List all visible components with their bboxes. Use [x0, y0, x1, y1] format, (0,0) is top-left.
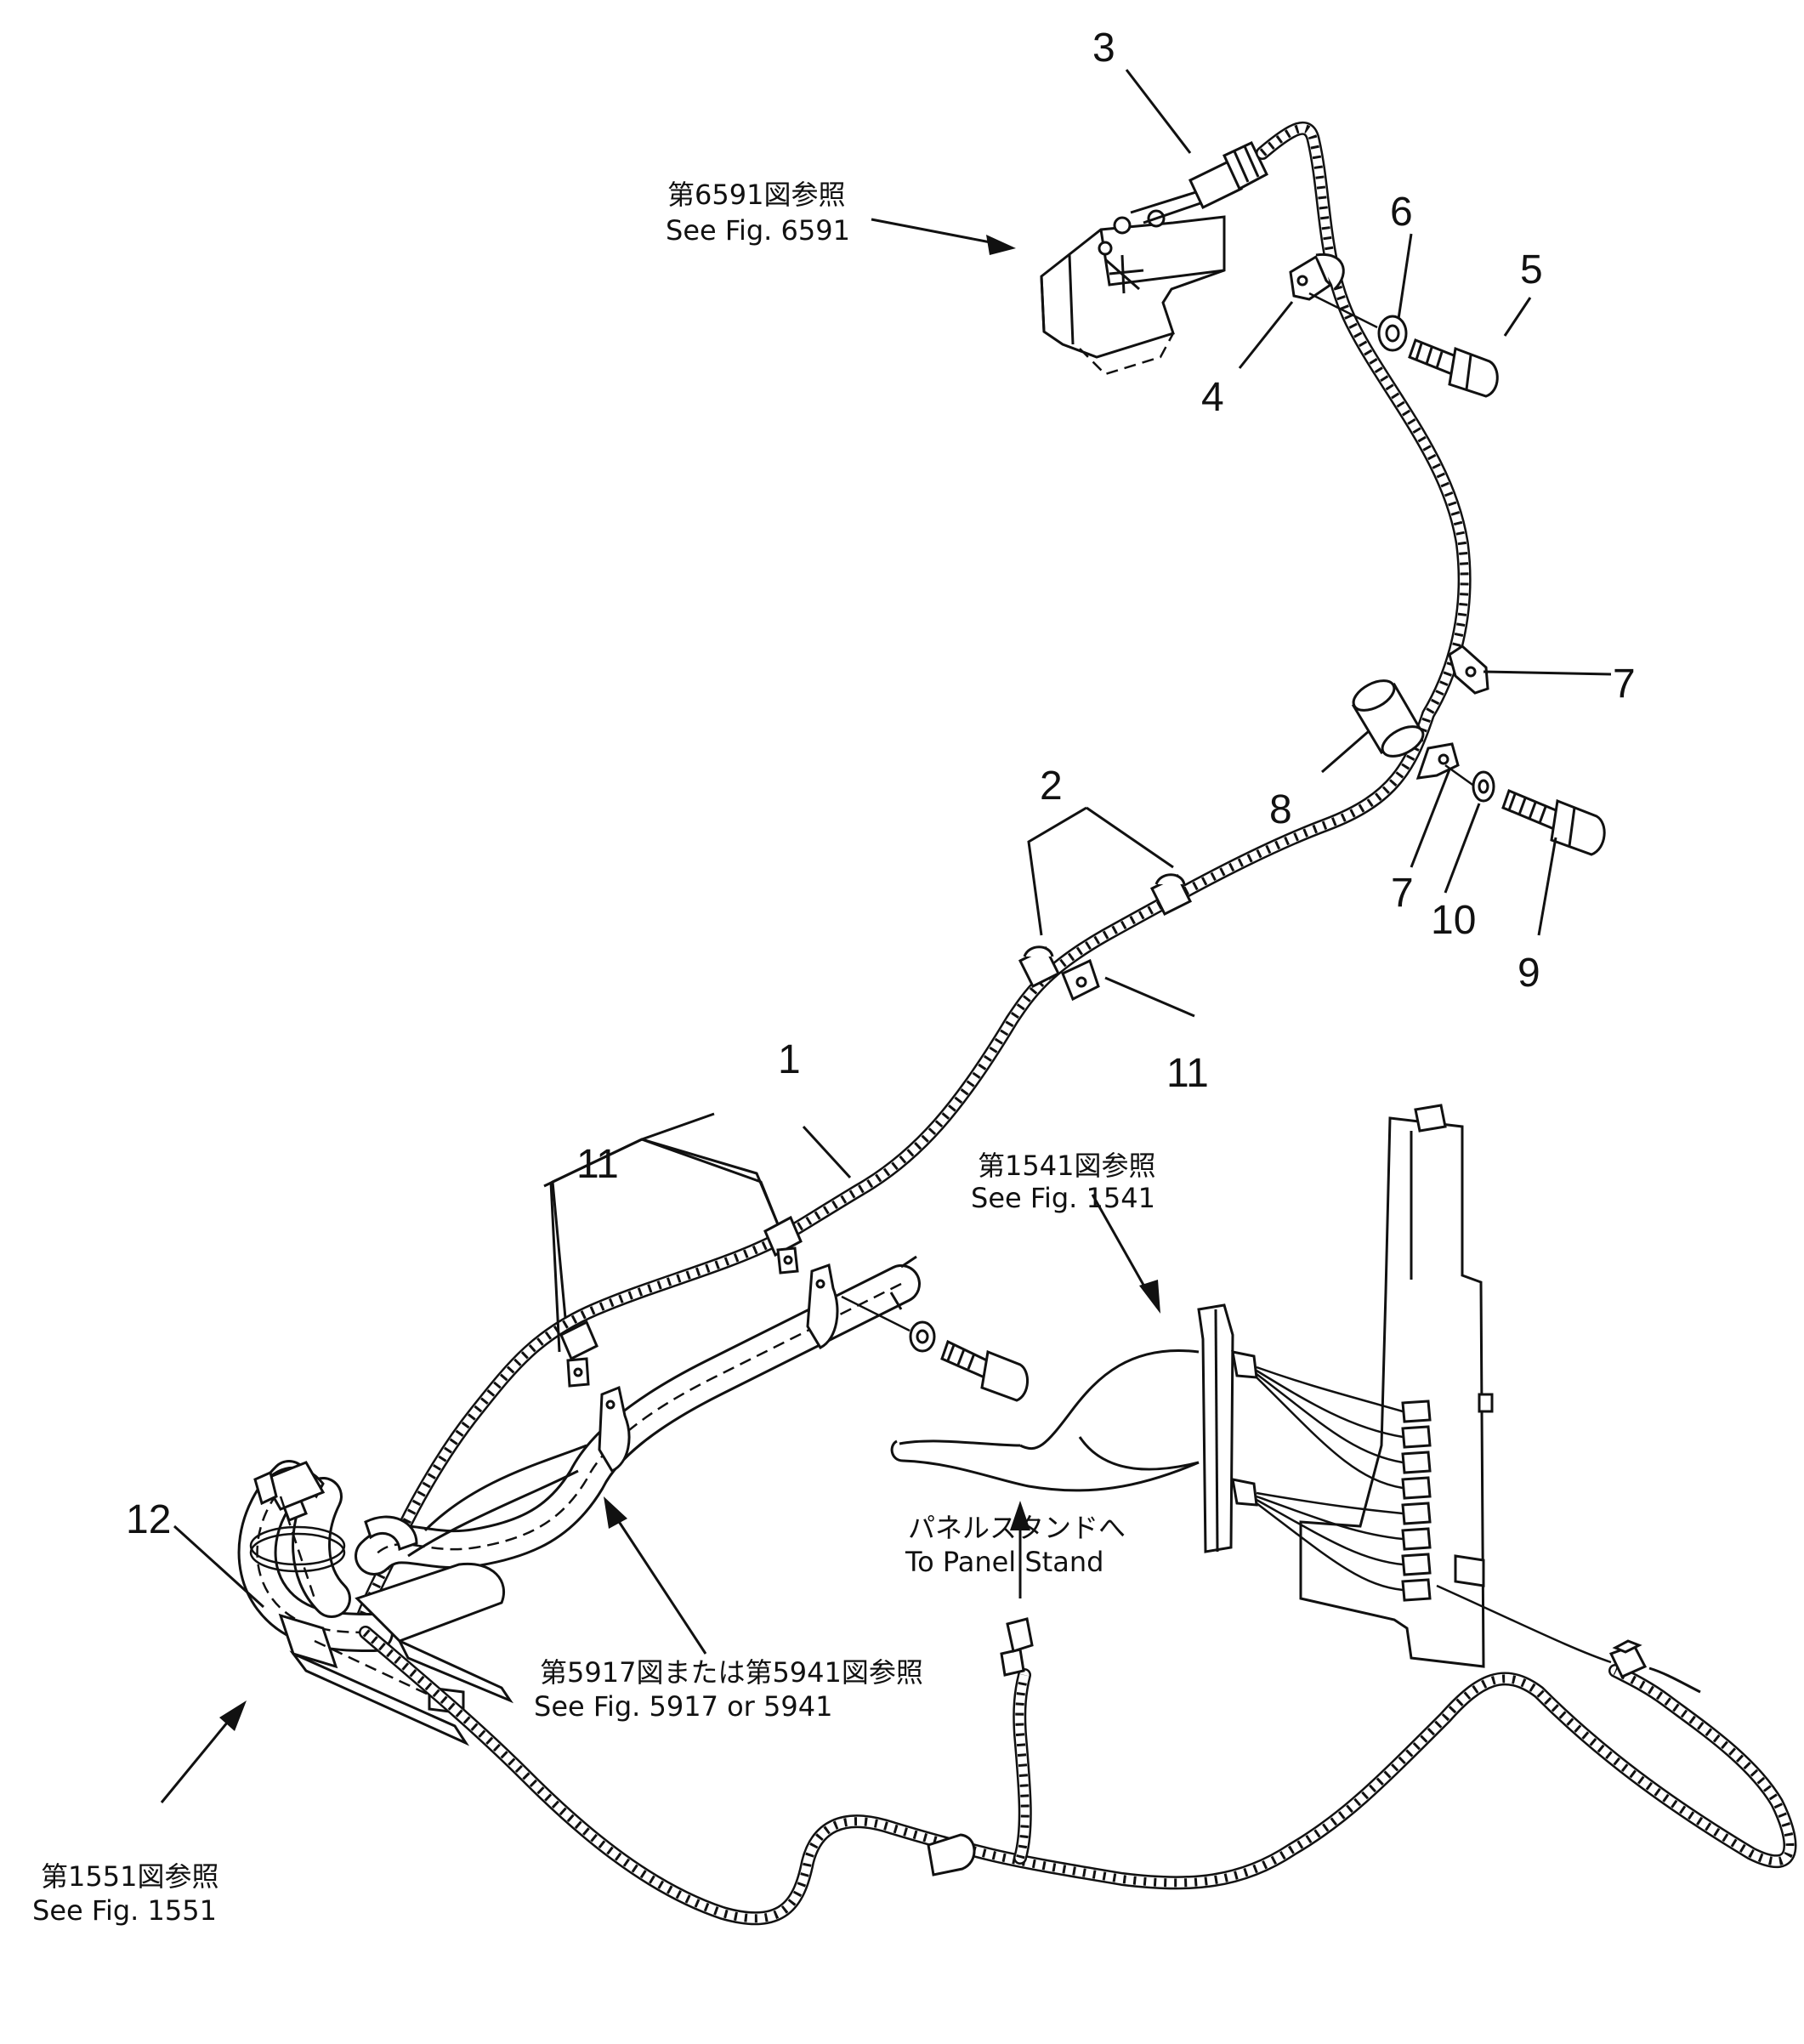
- terminal-bracket: [1197, 1303, 1258, 1553]
- reference-arrows: [160, 218, 1160, 1803]
- tube-washer: [909, 1320, 936, 1353]
- ref-5917-jp: 第5917図または第5941図参照: [540, 1656, 923, 1689]
- bolt-9: [1501, 789, 1606, 856]
- callout-numbers: 3 6 5 4 7 8 2 7 10 9 11 1 11 12: [126, 26, 1636, 1542]
- left-junction: [237, 1460, 513, 1746]
- callout-8: 8: [1269, 787, 1292, 832]
- bolt-5: [1408, 338, 1499, 398]
- frame-tube: [355, 1255, 921, 1576]
- ref-1551-en: See Fig. 1551: [32, 1894, 217, 1927]
- ref-panel-stand-jp: パネルスタンドへ: [908, 1512, 1126, 1544]
- panel-stand-branch: [927, 1617, 1034, 1877]
- connector-terminals: [1401, 1400, 1432, 1602]
- washer-6: [1377, 315, 1408, 352]
- callout-12: 12: [126, 1497, 171, 1542]
- clamp-11a: [763, 1215, 803, 1275]
- ref-5917-en: See Fig. 5917 or 5941: [534, 1690, 832, 1723]
- ref-1541-jp: 第1541図参照: [978, 1150, 1155, 1182]
- spacer-8: [1351, 679, 1425, 758]
- arrow-panel-stand: [1010, 1501, 1030, 1530]
- clamp-11-upper: [1061, 958, 1100, 1002]
- end-connector-right: [1608, 1639, 1648, 1678]
- wire-harness-lower: [359, 1626, 1797, 1926]
- panel-cable: [890, 1349, 1200, 1492]
- ref-6591-en: See Fig. 6591: [666, 214, 850, 247]
- callout-1: 1: [778, 1037, 801, 1082]
- clamp-11b: [559, 1320, 598, 1388]
- ref-1551-jp: 第1551図参照: [41, 1860, 218, 1893]
- callout-11-upper: 11: [1166, 1051, 1209, 1096]
- callout-10: 10: [1431, 898, 1476, 943]
- callout-2: 2: [1040, 764, 1063, 809]
- callout-6: 6: [1390, 190, 1413, 235]
- end-pigtail: [1648, 1666, 1701, 1694]
- clamp-7-lower: [1415, 742, 1460, 780]
- ref-panel-stand-en: To Panel Stand: [905, 1546, 1103, 1578]
- callout-7-upper: 7: [1613, 661, 1636, 707]
- callout-4: 4: [1201, 375, 1224, 420]
- callout-5: 5: [1520, 247, 1543, 292]
- terminal-wires: [1256, 1366, 1612, 1664]
- branch-wire-b: [407, 1469, 579, 1558]
- leader-7-bolt: [1444, 764, 1476, 788]
- arrow-6591: [986, 235, 1016, 255]
- tube-bolt: [940, 1339, 1029, 1402]
- washer-10: [1472, 770, 1495, 803]
- clamp-7-upper: [1448, 644, 1489, 695]
- ref-6591-jp: 第6591図参照: [667, 179, 845, 211]
- clamp-2a: [1149, 873, 1193, 917]
- leader-lines: [173, 69, 1612, 1609]
- clamp-4: [1289, 253, 1345, 301]
- clamp-2b: [1018, 945, 1061, 989]
- arrow-1541: [1139, 1280, 1160, 1314]
- control-panel: [1299, 1104, 1494, 1668]
- wire-harness-1: [350, 121, 1472, 1639]
- valve-assembly: [1040, 190, 1226, 376]
- reference-labels: 第6591図参照 See Fig. 6591 第1541図参照 See Fig.…: [32, 179, 1155, 1927]
- callout-3: 3: [1092, 26, 1115, 71]
- arrow-5917: [604, 1496, 627, 1529]
- callout-9: 9: [1518, 951, 1540, 996]
- branch-wire-a: [423, 1444, 587, 1532]
- arrow-1551: [219, 1700, 247, 1731]
- leader-4-bolt: [1308, 292, 1378, 329]
- ref-1541-en: See Fig. 1541: [971, 1182, 1155, 1214]
- connector-3: [1188, 141, 1268, 210]
- tube-bolt-leader: [841, 1295, 911, 1332]
- callout-7-lower: 7: [1391, 871, 1414, 916]
- callout-11-lower: 11: [576, 1142, 619, 1187]
